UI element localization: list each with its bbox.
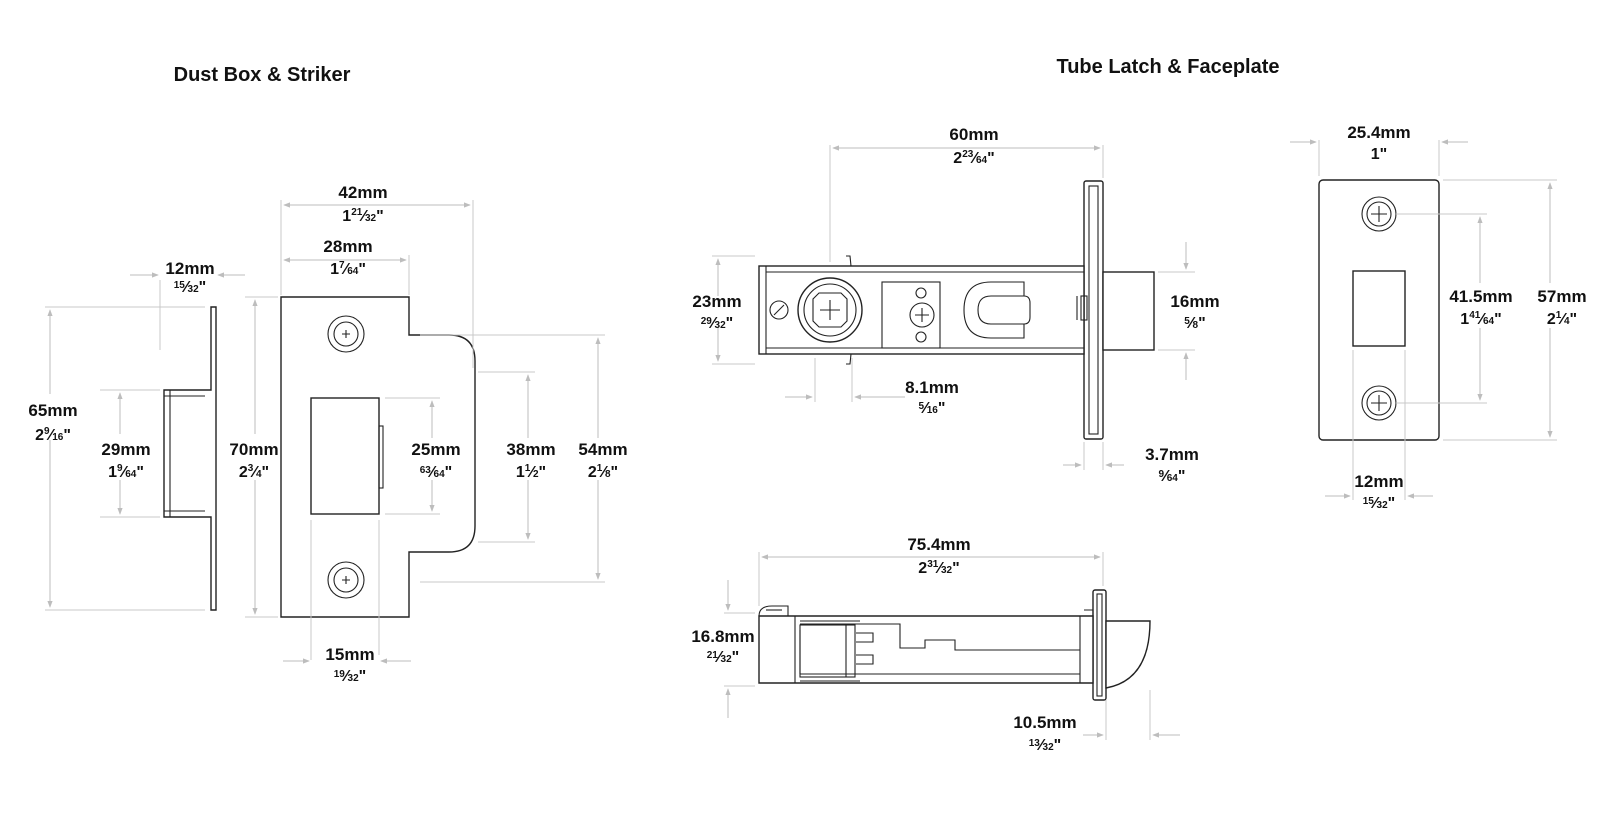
dim-label-38mm-inch: 11⁄2": [516, 463, 546, 481]
dim-label-60mm-inch: 223⁄64": [953, 149, 994, 167]
tube-latch-top-view: [758, 180, 1155, 440]
dim-label-3-7mm-inch: 9⁄64": [1159, 468, 1186, 485]
dim-label-65mm: 65mm: [28, 401, 77, 420]
dim-label-54mm-inch: 21⁄8": [588, 463, 618, 481]
dim-label-23mm: 23mm: [692, 292, 741, 311]
dim-label-25mm-inch: 63⁄64": [420, 464, 453, 481]
dim-label-8-1mm: 8.1mm: [905, 378, 959, 397]
dim-label-12mm-dust-box-inch: 15⁄32": [174, 279, 207, 296]
slide-block: [881, 281, 941, 349]
dim-label-16mm: 16mm: [1170, 292, 1219, 311]
dim-label-10-5mm: 10.5mm: [1013, 713, 1076, 732]
dim-label-70mm-inch: 23⁄4": [239, 463, 269, 481]
dim-label-38mm: 38mm: [506, 440, 555, 459]
faceplate: [1318, 179, 1440, 441]
dim-label-10-5mm-inch: 13⁄32": [1029, 737, 1062, 754]
dimension-lines-latch-side: [724, 552, 1180, 740]
dim-label-28mm: 28mm: [323, 237, 372, 256]
dim-label-57mm: 57mm: [1537, 287, 1586, 306]
dim-label-15mm-inch: 19⁄32": [334, 668, 367, 685]
latch-aperture: [1352, 270, 1406, 347]
dim-label-54mm: 54mm: [578, 440, 627, 459]
dim-label-23mm-inch: 29⁄32": [701, 315, 734, 332]
dim-label-29mm-inch: 19⁄64": [108, 463, 144, 481]
dim-label-28mm-inch: 17⁄64": [330, 260, 366, 278]
screw-icon: [1361, 385, 1397, 421]
dim-label-75-4mm: 75.4mm: [907, 535, 970, 554]
screw-icon: [1361, 196, 1397, 232]
dim-label-8-1mm-inch: 5⁄16": [919, 400, 946, 417]
dim-label-25-4mm-inch: 1": [1371, 146, 1387, 163]
tube-latch-side-view: [758, 589, 1151, 701]
dimension-lines-faceplate: [1290, 139, 1557, 500]
striker-plate: [280, 296, 476, 618]
screw-icon: [327, 315, 365, 353]
dust-box-profile: [163, 306, 217, 611]
dim-label-57mm-inch: 21⁄4": [1547, 310, 1577, 328]
section-title-dust-box: Dust Box & Striker: [174, 64, 351, 86]
screw-icon: [327, 561, 365, 599]
spindle-hub-icon: [797, 277, 863, 343]
dim-label-60mm: 60mm: [949, 125, 998, 144]
dim-label-29mm: 29mm: [101, 440, 150, 459]
dim-label-16-8mm: 16.8mm: [691, 627, 754, 646]
dimension-lines-left: [45, 200, 605, 664]
dim-label-12mm-faceplate-inch: 15⁄32": [1363, 495, 1396, 512]
dim-label-12mm-dust-box: 12mm: [165, 259, 214, 278]
dim-label-65mm-inch: 29⁄16": [35, 426, 71, 444]
dim-label-75-4mm-inch: 231⁄32": [918, 559, 959, 577]
dim-label-15mm: 15mm: [325, 645, 374, 664]
latch-spring-block: [799, 620, 874, 682]
dim-label-16-8mm-inch: 21⁄32": [707, 649, 740, 666]
dim-label-25-4mm: 25.4mm: [1347, 123, 1410, 142]
dim-label-42mm: 42mm: [338, 183, 387, 202]
striker-slot: [310, 397, 380, 515]
dim-label-25mm: 25mm: [411, 440, 460, 459]
dim-label-3-7mm: 3.7mm: [1145, 445, 1199, 464]
dim-label-16mm-inch: 5⁄8": [1184, 315, 1205, 332]
dim-label-41-5mm: 41.5mm: [1449, 287, 1512, 306]
dim-label-42mm-inch: 121⁄32": [342, 207, 383, 225]
dim-label-12mm-faceplate: 12mm: [1354, 472, 1403, 491]
dimension-lines-latch-top: [712, 145, 1195, 470]
fixing-hole-icon: [769, 300, 789, 320]
dim-label-41-5mm-inch: 141⁄64": [1460, 310, 1501, 328]
section-title-tube-latch: Tube Latch & Faceplate: [1056, 56, 1279, 78]
dim-label-70mm: 70mm: [229, 440, 278, 459]
